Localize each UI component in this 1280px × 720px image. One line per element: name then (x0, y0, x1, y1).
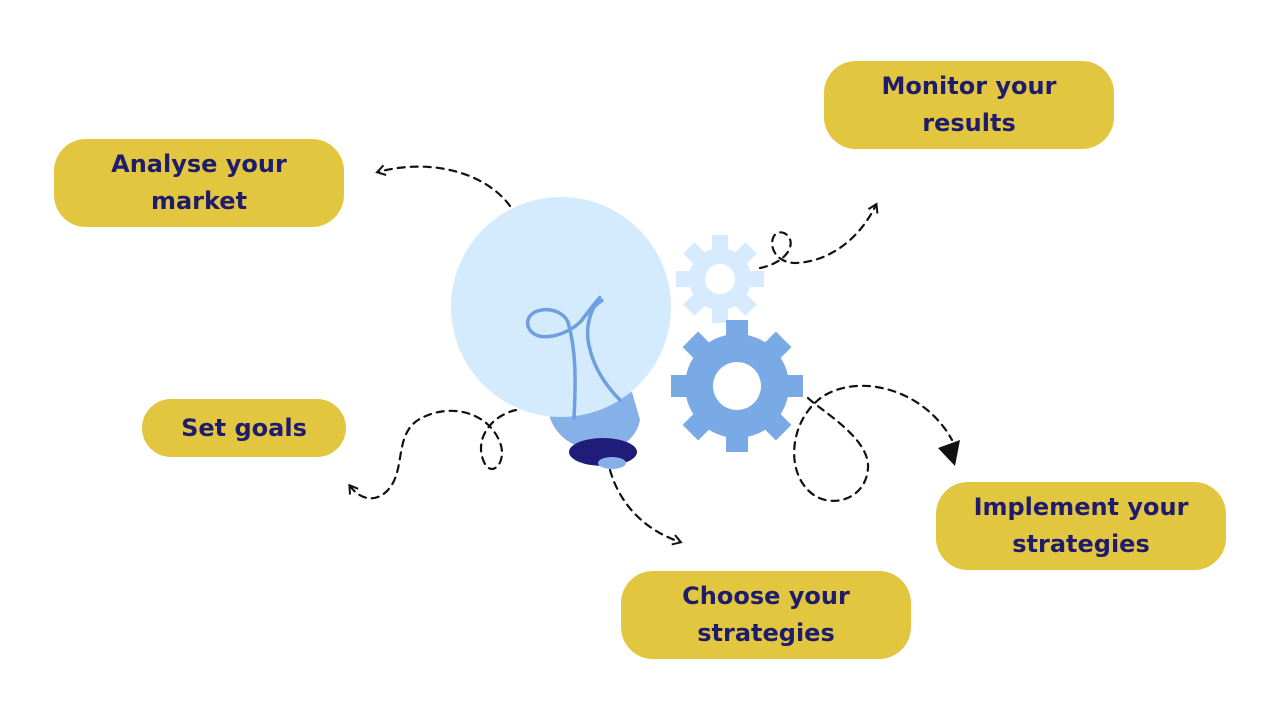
arrow-to-choose (608, 468, 683, 546)
step-monitor-label: Monitor your results (881, 72, 1057, 137)
step-analyse-market: Analyse your market (54, 139, 344, 227)
step-monitor-results: Monitor your results (824, 61, 1114, 149)
arrow-to-analyse (375, 164, 512, 208)
arrowhead-implement (938, 440, 960, 466)
step-implement-label: Implement your strategies (973, 493, 1189, 558)
step-choose-strategies: Choose your strategies (621, 571, 911, 659)
step-choose-label: Choose your strategies (682, 582, 850, 647)
step-analyse-label: Analyse your market (111, 150, 287, 215)
lightbulb-icon (451, 197, 671, 469)
gear-icon (676, 235, 764, 323)
step-implement-strategies: Implement your strategies (936, 482, 1226, 570)
step-set-goals-label: Set goals (181, 413, 307, 442)
arrow-to-monitor (758, 202, 879, 270)
gear-icon (671, 320, 803, 452)
step-set-goals: Set goals (142, 399, 346, 457)
arrow-to-implement (793, 384, 954, 502)
arrow-to-set-goals (348, 408, 518, 500)
